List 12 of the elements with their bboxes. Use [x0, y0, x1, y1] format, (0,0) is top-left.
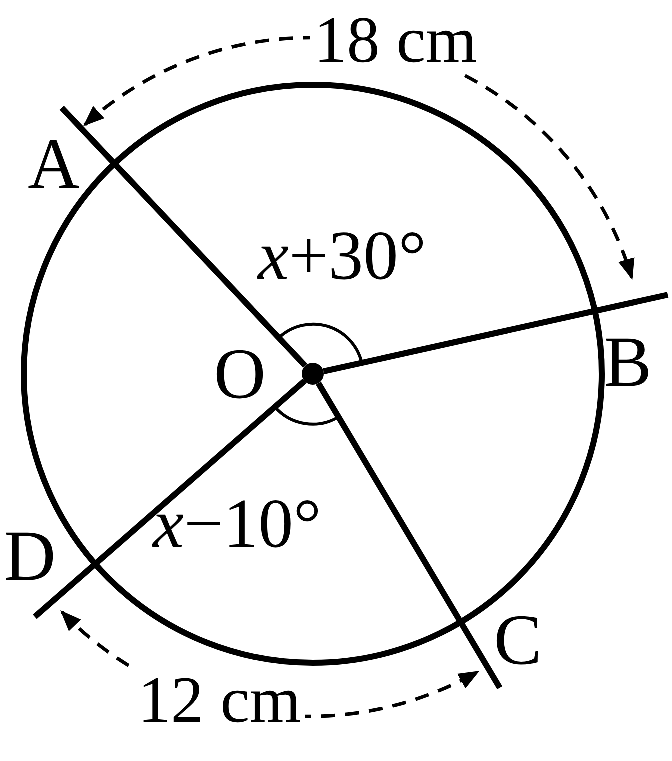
point-label: O	[214, 338, 266, 410]
radius-line	[33, 378, 307, 620]
point-label: A	[28, 128, 80, 200]
radius-line	[60, 106, 308, 368]
radius-line	[323, 292, 669, 375]
angle-label: x−10°	[153, 490, 322, 560]
center-point	[302, 363, 324, 385]
angle-label: x+30°	[258, 222, 427, 292]
point-label: B	[604, 326, 652, 398]
radius-line	[316, 382, 503, 690]
point-label: C	[494, 604, 542, 676]
point-label: D	[4, 520, 56, 592]
